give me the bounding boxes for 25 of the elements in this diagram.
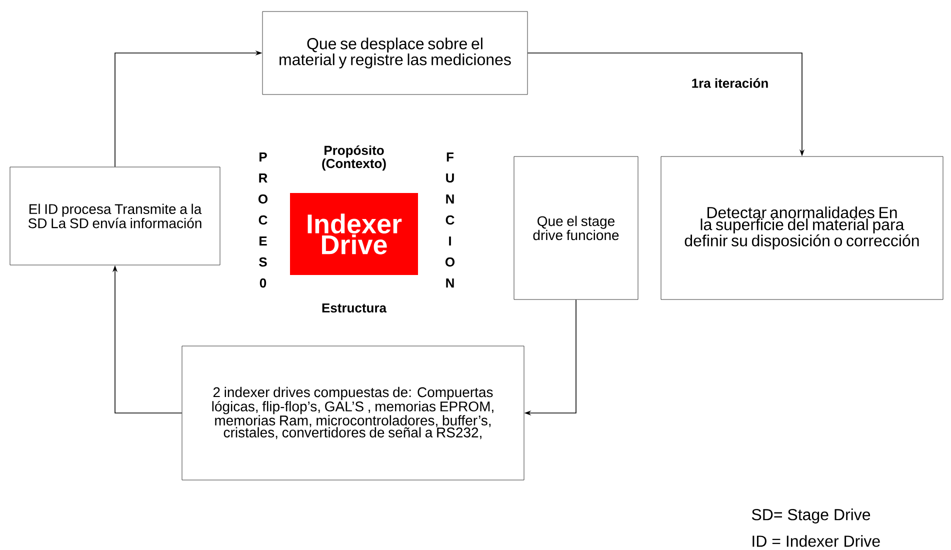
center-box: Indexer Drive — [290, 193, 418, 275]
heading-label: Estructura — [322, 303, 387, 313]
vertical-letter: C — [446, 215, 454, 225]
vertical-letter: N — [446, 278, 454, 288]
edge-label: 1ra iteración — [689, 76, 771, 90]
process-box: Que se desplace sobre el material y registre las mediciones — [262, 11, 528, 95]
vertical-letter: O — [445, 257, 455, 267]
process-box: Que el stage drive funcione — [514, 156, 638, 300]
vertical-letter: E — [260, 236, 267, 246]
vertical-letter: C — [258, 215, 268, 225]
process-box: Detectar anormalidades En la superficie del material para definir su disposición o corrección — [660, 156, 944, 300]
vertical-letter: S — [259, 257, 267, 267]
vertical-letter: N — [446, 194, 454, 204]
vertical-letter: O — [258, 194, 268, 204]
key-text: ID = Indexer Drive — [752, 535, 880, 547]
vertical-letter: 0 — [260, 278, 266, 288]
vertical-letter: F — [446, 152, 454, 162]
key-text: SD= Stage Drive — [752, 508, 870, 524]
process-box: El ID procesa Transmite a la SD La SD envía información — [10, 166, 220, 266]
heading-label: Propósito (Contexto) — [322, 145, 386, 171]
vertical-letter: I — [449, 236, 451, 246]
process-box: 2 indexer drives compuestas de: Compuertas lógicas, flip-flop’s, GAL’S , memorias EPROM, memorias Ram, microcontroladores, buffer’s, cristales, convertidores de señal a RS232, — [182, 346, 524, 480]
vertical-letter: U — [446, 173, 454, 183]
vertical-letter: R — [259, 174, 268, 182]
vertical-letter: P — [260, 152, 267, 162]
